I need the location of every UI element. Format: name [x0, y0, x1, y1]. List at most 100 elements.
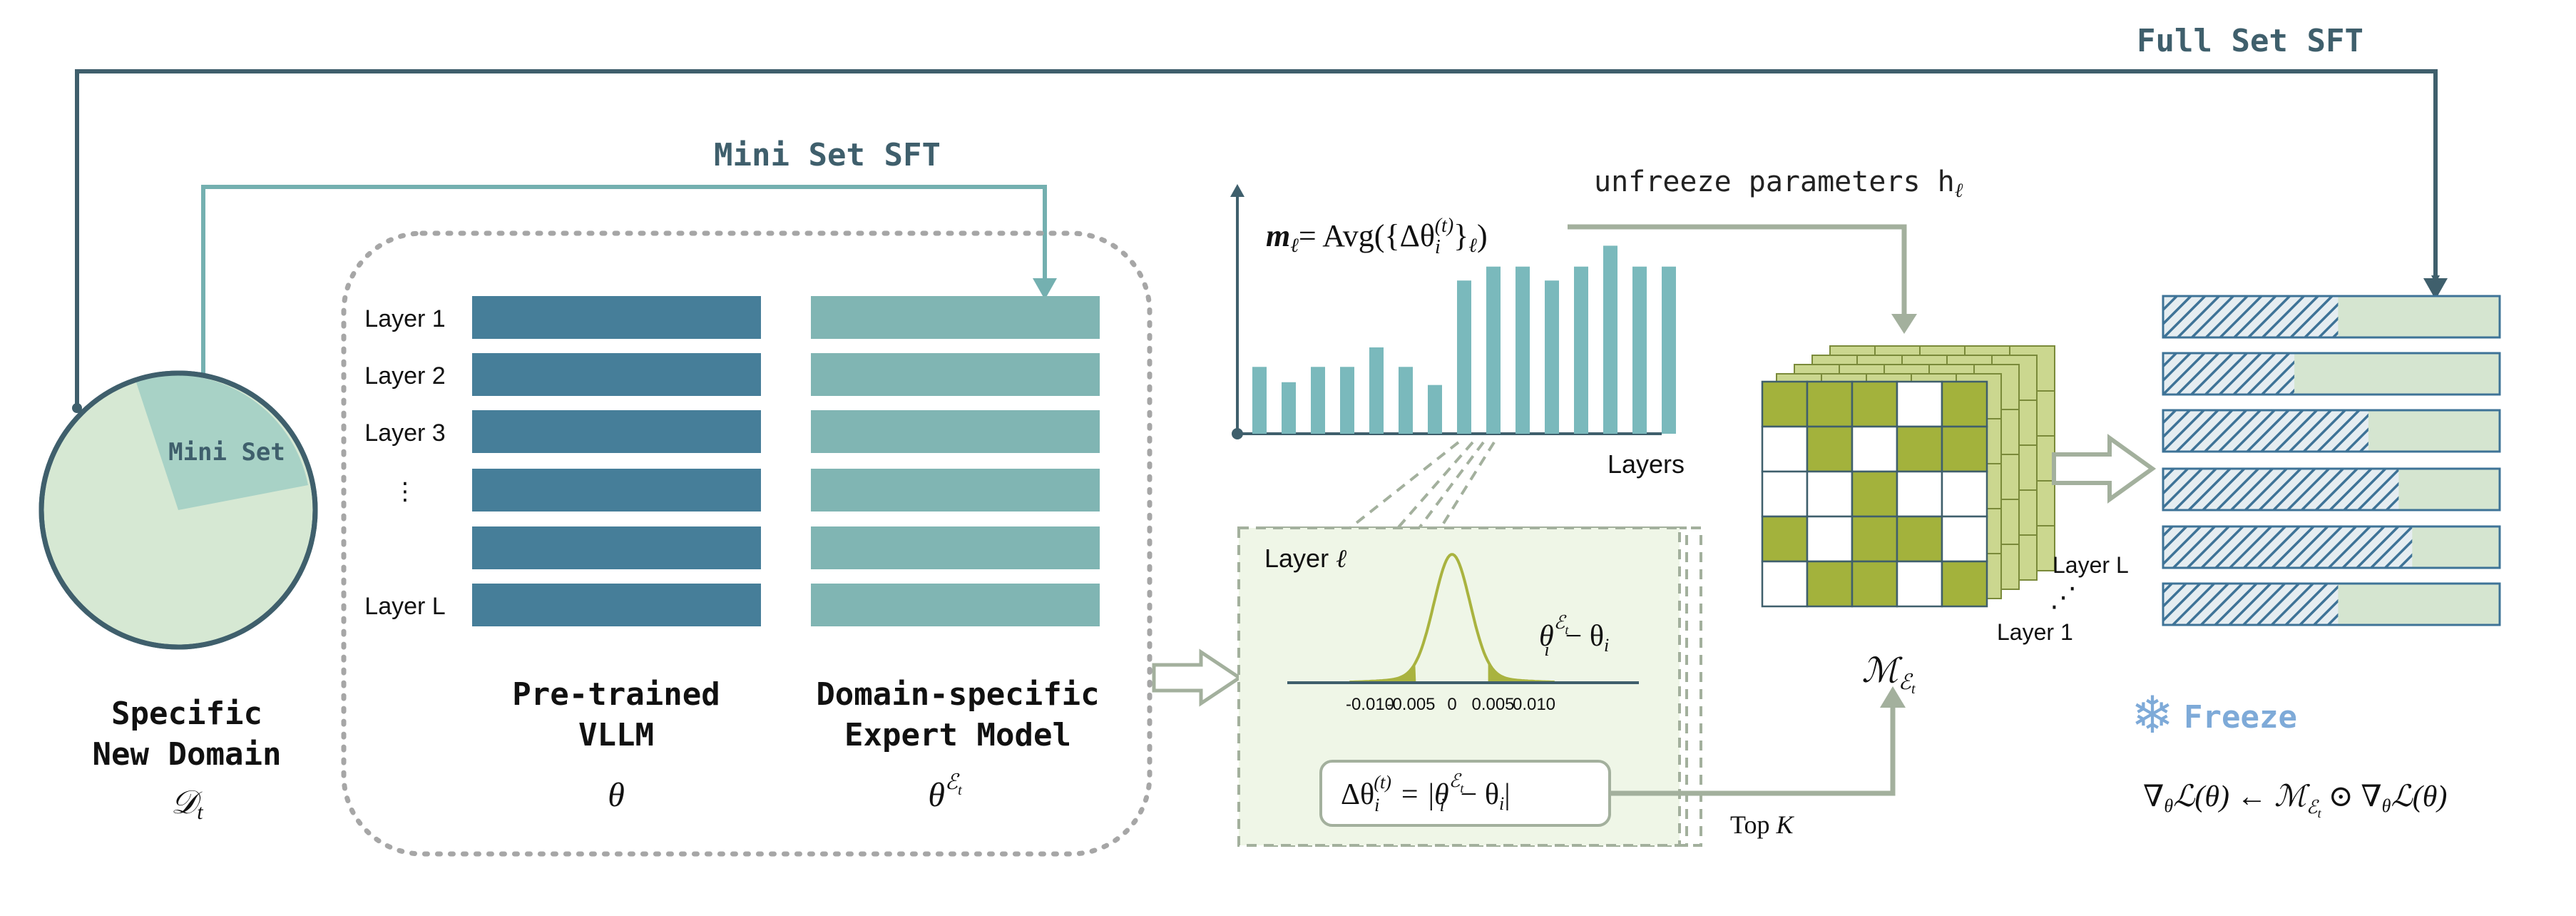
mask-cell [1941, 560, 1988, 608]
chart-bar [1457, 280, 1471, 434]
param-bar-updated [2163, 353, 2295, 395]
mask-cell [1806, 560, 1854, 608]
mask-dots: ⋰ [2050, 583, 2077, 613]
mask-layer-l-label: Layer L [2053, 552, 2129, 578]
mask-cell [1941, 425, 1988, 473]
chart-bar [1603, 245, 1617, 434]
mask-cell [1941, 470, 1988, 518]
mask-cell [1761, 560, 1809, 608]
domain-pie [39, 370, 318, 650]
layer-magnitude-chart [1230, 184, 1676, 439]
topk-label: Top K [1730, 810, 1794, 839]
expert-layer-bar [811, 584, 1100, 626]
gaussian-curve [1349, 553, 1555, 684]
chart-bar [1632, 266, 1647, 434]
update-rule: ∇θℒ(θ) ← ℳℰt⊙ ∇θℒ(θ) [2143, 780, 2447, 820]
param-bar-outline [2162, 525, 2501, 569]
chart-bar [1282, 382, 1296, 434]
pretrained-layer-bar [472, 469, 761, 512]
mask-cell [1851, 425, 1898, 473]
param-bar-updated [2163, 584, 2339, 625]
param-bar-updated [2163, 296, 2339, 337]
chart-xlabel: Layers [1608, 449, 1685, 479]
param-bar-outline [2162, 295, 2501, 339]
param-bar-updated [2163, 410, 2368, 452]
mask-cell [1896, 515, 1943, 563]
mask-cell [1896, 470, 1943, 518]
layer-label: ⋮ [393, 478, 417, 505]
unfreeze-arrow [1568, 224, 1917, 334]
mask-cell [1896, 560, 1943, 608]
mask-cell [1851, 470, 1898, 518]
param-bar-outline [2162, 467, 2501, 512]
pretrained-layer-bar [472, 410, 761, 453]
hollow-arrow-to-params [2052, 434, 2157, 504]
chart-bar [1428, 385, 1442, 434]
mask-cell [1761, 470, 1809, 518]
pretrained-layer-bar [472, 353, 761, 396]
topk-arrow [1610, 686, 1906, 796]
expert-layer-bar [811, 353, 1100, 396]
mask-stack [1761, 345, 2055, 608]
pretrained-layer-bar [472, 526, 761, 569]
distribution-tick-label: 0.005 [1471, 695, 1514, 714]
param-bar-outline [2162, 582, 2501, 626]
pretrained-symbol: θ [608, 776, 625, 814]
pretrained-title-line2: VLLM [578, 717, 654, 753]
full-set-sft-arrow [72, 69, 2448, 413]
pretrained-layer-bar [472, 584, 761, 626]
mask-cell [1806, 515, 1854, 563]
zoom-lines [1349, 441, 1496, 529]
delta-formula-box [1319, 760, 1611, 827]
expert-layer-bar [811, 410, 1100, 453]
chart-bar [1311, 367, 1325, 434]
model-container [341, 230, 1152, 857]
hollow-arrow-to-distribution [1152, 648, 1243, 707]
mask-cell [1761, 425, 1809, 473]
mask-cell [1851, 515, 1898, 563]
mask-cell [1761, 515, 1809, 563]
param-bar-outline [2162, 409, 2501, 453]
distribution-tick-label: -0.005 [1386, 695, 1435, 714]
pretrained-layer-bar [472, 296, 761, 339]
mini-set-label: Mini Set [168, 438, 285, 467]
mask-symbol: ℳℰt [1861, 652, 1916, 697]
mask-cell [1806, 470, 1854, 518]
mask-cell [1896, 380, 1943, 428]
expert-title-line2: Expert Model [844, 717, 1071, 753]
chart-bar [1545, 280, 1559, 434]
mini-set-sft-label: Mini Set SFT [714, 137, 941, 173]
unfreeze-label: unfreeze parameters hℓ [1594, 166, 1963, 202]
mini-set-slice [136, 375, 308, 510]
expert-symbol: θℰt [928, 770, 962, 814]
right-tail-area [1488, 661, 1555, 683]
chart-bar [1399, 367, 1413, 434]
domain-title-line1: Specific [111, 696, 262, 732]
domain-title-line2: New Domain [93, 736, 282, 773]
chart-bar [1252, 367, 1267, 434]
expert-layer-bar [811, 296, 1100, 339]
layer-label: Layer 1 [364, 305, 445, 332]
distribution-layer-label: Layer ℓ [1264, 544, 1346, 573]
layer-label: Layer L [364, 593, 445, 620]
distribution-tick-label: 0.010 [1513, 695, 1555, 714]
parameter-bars [2162, 295, 2501, 626]
mask-cell [1806, 425, 1854, 473]
chart-bar [1486, 266, 1501, 434]
mask-cell [1851, 380, 1898, 428]
expert-title-line1: Domain-specific [816, 676, 1099, 713]
domain-symbol: 𝒟t [170, 784, 203, 824]
full-set-sft-label: Full Set SFT [2137, 23, 2363, 59]
pretrained-title-line1: Pre-trained [512, 676, 720, 713]
mask-cell [1941, 515, 1988, 563]
mask-cell [1896, 425, 1943, 473]
freeze-label: Freeze [2184, 699, 2297, 736]
layer-label: Layer 3 [364, 419, 445, 447]
mask-cell [1806, 380, 1854, 428]
snowflake-icon: ❄ [2131, 687, 2174, 744]
